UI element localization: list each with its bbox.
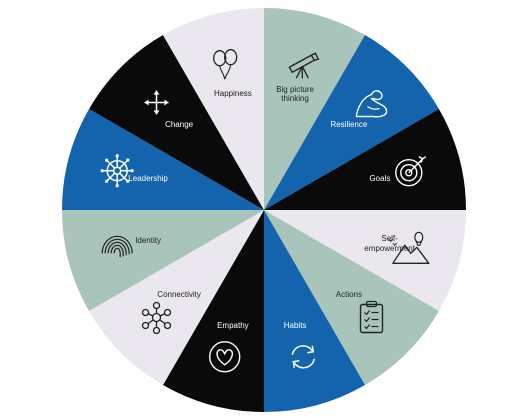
target-icon <box>395 156 427 187</box>
flexed-arm-icon <box>355 90 388 118</box>
segment-identity <box>62 210 264 311</box>
cycle-arrows-icon <box>291 345 316 369</box>
segment-label: Happiness <box>213 89 252 99</box>
segment-label: Actions <box>335 289 362 299</box>
fingerprint-icon <box>101 235 133 258</box>
clipboard-checklist-icon <box>359 300 384 334</box>
segment-label: Change <box>165 120 194 130</box>
balloons-icon <box>213 49 238 80</box>
network-icon <box>141 301 172 335</box>
segment-label: Habits <box>283 320 307 330</box>
segment-label: Connectivity <box>157 289 201 299</box>
segment-actions <box>264 210 439 385</box>
segment-connectivity <box>89 210 264 385</box>
telescope-icon <box>288 52 320 79</box>
segment-label: Leadership <box>128 173 168 183</box>
segment-goals <box>264 109 466 210</box>
segment-habits <box>264 210 365 412</box>
mountain-balloon-icon <box>388 231 430 264</box>
ship-wheel-icon <box>100 154 134 188</box>
segment-change <box>89 35 264 211</box>
segment-leadership <box>62 109 264 210</box>
segment-label: Self- empowerment <box>364 234 415 253</box>
segment-label: Big picture thinking <box>276 84 314 104</box>
segment-label: Resilience <box>330 120 368 130</box>
segment-big-picture-thinking <box>264 8 365 210</box>
segment-resilience <box>264 35 439 211</box>
segment-happiness <box>163 7 264 210</box>
heart-icon <box>208 341 241 373</box>
segment-label: Goals <box>369 173 391 183</box>
segment-label: Empathy <box>217 320 249 330</box>
move-arrows-icon <box>144 90 169 115</box>
segment-label: Identity <box>135 236 161 246</box>
